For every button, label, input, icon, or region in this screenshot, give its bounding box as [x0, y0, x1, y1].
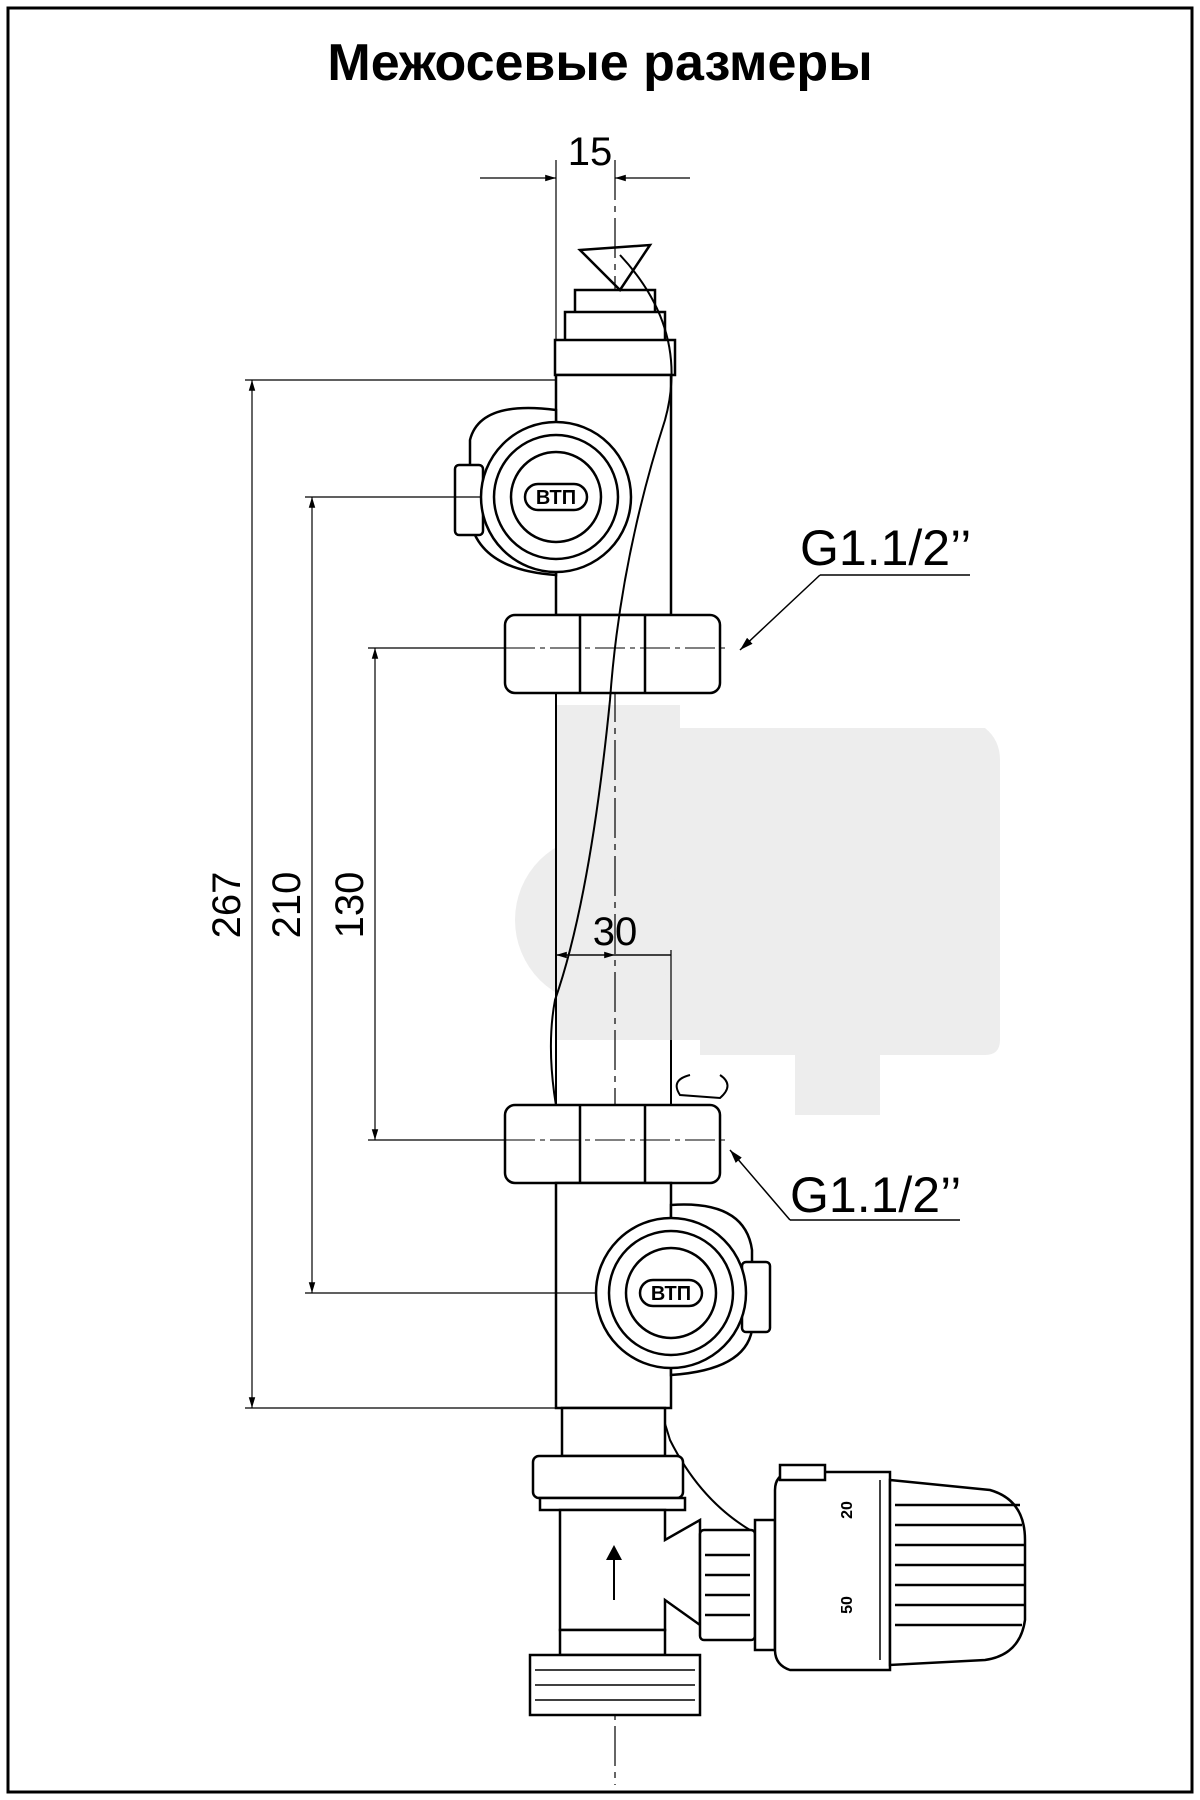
svg-text:15: 15	[568, 130, 613, 174]
svg-text:30: 30	[593, 910, 638, 954]
bottom-thread	[535, 1669, 695, 1701]
thermo-mark-20: 20	[839, 1501, 856, 1519]
dimension-130: 130	[328, 647, 505, 1141]
pump-hook	[675, 1074, 729, 1100]
thread-label-lower: G1.1/2’’	[729, 1149, 961, 1223]
thermo-mark-50: 50	[839, 1596, 856, 1614]
dimension-15: 15	[480, 130, 690, 385]
page-title: Межосевые размеры	[327, 34, 872, 92]
svg-text:130: 130	[328, 872, 372, 939]
svg-text:G1.1/2’’: G1.1/2’’	[790, 1167, 961, 1223]
page-border	[6, 6, 1194, 1794]
logo-upper: ВТП	[536, 487, 576, 509]
svg-text:267: 267	[205, 872, 249, 939]
dimension-267: 267	[205, 379, 556, 1409]
logo-lower: ВТП	[651, 1283, 691, 1305]
valve-lower	[594, 1203, 772, 1377]
union-nut-lower	[503, 1103, 722, 1185]
dimension-210: 210	[265, 496, 596, 1294]
pump-silhouette	[515, 705, 1000, 1115]
dimension-30: 30	[556, 910, 672, 1105]
pipe-neck	[531, 1406, 687, 1512]
svg-text:210: 210	[265, 872, 309, 939]
thermo-connector	[698, 1518, 777, 1652]
thermostatic-head	[773, 1463, 1027, 1672]
thread-label-upper: G1.1/2’’	[739, 520, 971, 651]
svg-text:G1.1/2’’: G1.1/2’’	[800, 520, 971, 576]
valve-upper	[453, 406, 633, 577]
union-nut-upper	[503, 613, 722, 695]
